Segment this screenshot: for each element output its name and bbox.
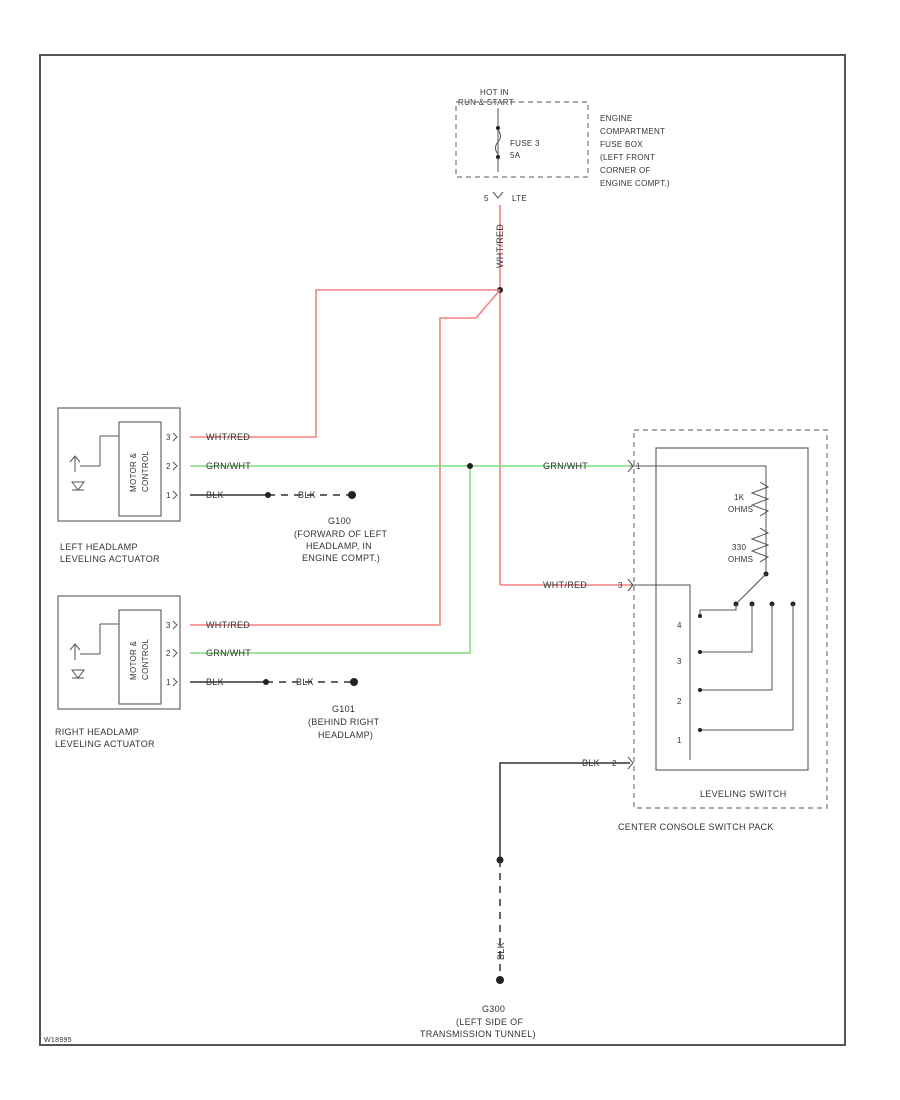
fuse-box-line-1: ENGINE bbox=[600, 114, 632, 123]
fuse-box-line-5: CORNER OF bbox=[600, 166, 651, 175]
leveling-switch: 1 3 2 1K OHMS 330 OHMS 4 3 2 1 LEVELING … bbox=[612, 429, 828, 832]
resistor-1k-unit: OHMS bbox=[728, 505, 753, 514]
switch-resistor-feed bbox=[630, 465, 767, 572]
ground-g100-line-3: ENGINE COMPT.) bbox=[302, 553, 380, 563]
switch-grn-wire-label: GRN/WHT bbox=[543, 461, 588, 471]
right-actuator-diode-icon bbox=[71, 669, 85, 679]
left-actuator-box bbox=[57, 407, 181, 522]
fuse-box-line-2: COMPARTMENT bbox=[600, 127, 665, 136]
left-actuator-pin-3: 3 bbox=[166, 433, 171, 442]
resistor-1k-icon bbox=[750, 481, 770, 517]
ground-g100-line-1: (FORWARD OF LEFT bbox=[294, 529, 387, 539]
left-grn-wire-label: GRN/WHT bbox=[206, 461, 251, 471]
left-headlamp-actuator: MOTOR & CONTROL 3 2 1 LEFT HEADLAMP LEVE… bbox=[57, 407, 181, 564]
leveling-switch-label: LEVELING SWITCH bbox=[700, 789, 787, 799]
left-red-wire-label: WHT/RED bbox=[206, 432, 250, 442]
left-ground-splice bbox=[265, 492, 271, 498]
fuse-symbol-icon bbox=[495, 129, 501, 155]
ground-g100-id: G100 bbox=[328, 516, 351, 526]
left-actuator-label-1: LEFT HEADLAMP bbox=[60, 542, 138, 552]
fuse-box-line-4: (LEFT FRONT bbox=[600, 153, 655, 162]
ground-g300-line-1: (LEFT SIDE OF bbox=[456, 1017, 523, 1027]
fuse-box-outline bbox=[455, 101, 589, 178]
resistor-1k-value: 1K bbox=[734, 493, 745, 502]
right-blk-wire-label-2: BLK bbox=[296, 677, 314, 687]
left-blk-wire-label-2: BLK bbox=[298, 490, 316, 500]
right-actuator-power-wire bbox=[190, 289, 501, 626]
fuse-connector-id: LTE bbox=[512, 194, 527, 203]
fuse-box-line-3: FUSE BOX bbox=[600, 140, 643, 149]
fuse-pin-number: 5 bbox=[484, 194, 489, 203]
fuse-box-line-6: ENGINE COMPT.) bbox=[600, 179, 670, 188]
right-actuator-inner-1: MOTOR & bbox=[129, 640, 138, 680]
resistor-330-icon bbox=[750, 527, 770, 563]
switch-ground-wire bbox=[499, 762, 630, 860]
ground-g100-icon bbox=[348, 491, 356, 499]
switch-pin-3: 3 bbox=[677, 657, 682, 666]
left-actuator-chevrons-icon bbox=[172, 432, 178, 500]
diagram-border bbox=[39, 54, 846, 1046]
right-actuator-signal-wire bbox=[190, 466, 471, 654]
hot-label: HOT IN bbox=[480, 88, 509, 97]
ground-g300-line-2: TRANSMISSION TUNNEL) bbox=[420, 1029, 536, 1039]
right-ground-splice bbox=[263, 679, 269, 685]
resistor-330-unit: OHMS bbox=[728, 555, 753, 564]
right-grn-wire-label: GRN/WHT bbox=[206, 648, 251, 658]
right-actuator-label-2: LEVELING ACTUATOR bbox=[55, 739, 155, 749]
fuse-terminal-bottom bbox=[496, 155, 500, 159]
switch-pack-label: CENTER CONSOLE SWITCH PACK bbox=[618, 822, 774, 832]
left-actuator-diode-icon bbox=[71, 481, 85, 491]
ground-g101-line-2: HEADLAMP) bbox=[318, 730, 373, 740]
left-actuator-power-wire bbox=[190, 289, 500, 438]
switch-conn-pin-b: 3 bbox=[618, 581, 623, 590]
right-actuator-symbol-icon bbox=[69, 623, 119, 660]
right-actuator-label-1: RIGHT HEADLAMP bbox=[55, 727, 139, 737]
ground-blk-wire-label: BLK bbox=[496, 942, 506, 960]
switch-blk-wire-label: BLK bbox=[582, 758, 600, 768]
ground-g101-icon bbox=[350, 678, 358, 686]
leveling-switch-box bbox=[655, 447, 809, 771]
right-actuator-chevrons-icon bbox=[172, 620, 178, 687]
feed-wire-label: WHT/RED bbox=[495, 224, 505, 268]
left-actuator-label-2: LEVELING ACTUATOR bbox=[60, 554, 160, 564]
right-headlamp-actuator: MOTOR & CONTROL 3 2 1 RIGHT HEADLAMP LEV… bbox=[55, 595, 181, 749]
right-actuator-pin-2: 2 bbox=[166, 649, 171, 658]
left-actuator-pin-1: 1 bbox=[166, 491, 171, 500]
right-actuator-pin-1: 1 bbox=[166, 678, 171, 687]
ground-g300-icon bbox=[496, 976, 504, 984]
ground-g100-line-2: HEADLAMP, IN bbox=[306, 541, 372, 551]
right-actuator-module bbox=[118, 609, 162, 705]
switch-pack-outline bbox=[633, 429, 828, 809]
signal-splice-dot bbox=[467, 463, 473, 469]
switch-pin-2: 2 bbox=[677, 697, 682, 706]
switch-connector-chevrons-icon bbox=[627, 459, 634, 770]
resistor-330-value: 330 bbox=[732, 543, 746, 552]
diagram-code: W18995 bbox=[44, 1037, 72, 1044]
right-actuator-box bbox=[57, 595, 181, 710]
right-red-wire-label: WHT/RED bbox=[206, 620, 250, 630]
left-actuator-pin-2: 2 bbox=[166, 462, 171, 471]
right-actuator-inner-2: CONTROL bbox=[141, 639, 150, 680]
ground-g101-line-1: (BEHIND RIGHT bbox=[308, 717, 380, 727]
right-blk-wire-label: BLK bbox=[206, 677, 224, 687]
ground-g101-id: G101 bbox=[332, 704, 355, 714]
left-actuator-inner-1: MOTOR & bbox=[129, 452, 138, 492]
fuse-rating: 5A bbox=[510, 151, 521, 160]
left-actuator-inner-2: CONTROL bbox=[141, 451, 150, 492]
left-actuator-module bbox=[118, 421, 162, 517]
fuse-box: HOT IN RUN & START FUSE 3 5A ENGINE COMP… bbox=[455, 88, 670, 203]
connector-chevron-icon bbox=[492, 191, 504, 199]
switch-blade-icon bbox=[737, 573, 767, 603]
switch-common bbox=[630, 584, 691, 760]
switch-red-wire-label: WHT/RED bbox=[543, 580, 587, 590]
ground-g300-id: G300 bbox=[482, 1004, 505, 1014]
fuse-terminal-top bbox=[496, 126, 500, 130]
left-blk-wire-label: BLK bbox=[206, 490, 224, 500]
switch-pin-4: 4 bbox=[677, 621, 682, 630]
fuse-name: FUSE 3 bbox=[510, 139, 540, 148]
left-actuator-symbol-icon bbox=[69, 435, 119, 472]
switch-pin-1: 1 bbox=[677, 736, 682, 745]
right-actuator-pin-3: 3 bbox=[166, 621, 171, 630]
